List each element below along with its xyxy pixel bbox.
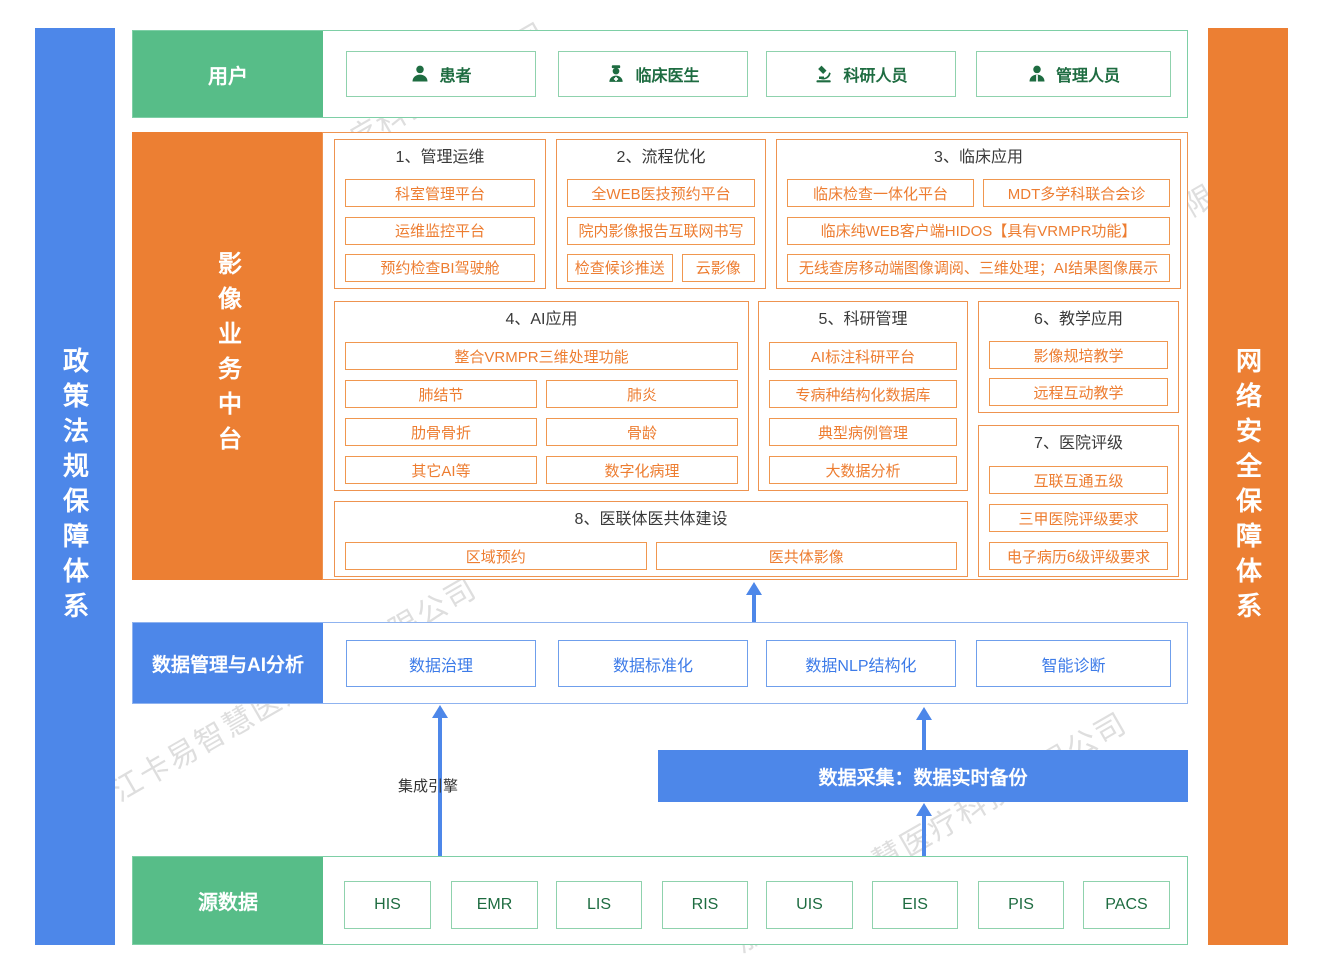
data-management-section: 数据管理与AI分析 数据治理 数据标准化 数据NLP结构化 智能诊断 bbox=[132, 622, 1188, 704]
imaging-platform-label: 影像业务中台 bbox=[132, 132, 322, 580]
doctor-icon bbox=[609, 65, 624, 82]
section-medical-alliance: 8、医联体医共体建设 区域预约 医共体影像 bbox=[334, 501, 968, 577]
section-title: 2、流程优化 bbox=[616, 149, 706, 166]
source-item: LIS bbox=[556, 881, 642, 929]
patient-icon bbox=[412, 65, 428, 82]
platform-item: 肺结节 bbox=[345, 380, 537, 408]
users-label: 用户 bbox=[133, 31, 323, 117]
section-management-ops: 1、管理运维 科室管理平台 运维监控平台 预约检查BI驾驶舱 bbox=[334, 139, 546, 289]
section-title: 5、科研管理 bbox=[818, 311, 908, 328]
platform-item: 全WEB医技预约平台 bbox=[567, 179, 755, 208]
data-collection-bar: 数据采集：数据实时备份 bbox=[658, 750, 1188, 802]
user-item-doctor: 临床医生 bbox=[558, 51, 748, 97]
security-sidebar-label: 网络安全保障体系 bbox=[1232, 346, 1263, 627]
source-item: RIS bbox=[662, 881, 748, 929]
platform-item: 院内影像报告互联网书写 bbox=[567, 216, 755, 245]
section-research-management: 5、科研管理 AI标注科研平台 专病种结构化数据库 典型病例管理 大数据分析 bbox=[758, 301, 968, 491]
user-item-label: 科研人员 bbox=[843, 68, 908, 85]
platform-item: 肋骨骨折 bbox=[345, 418, 537, 446]
manager-icon bbox=[1029, 65, 1045, 82]
data-mgmt-item: 数据NLP结构化 bbox=[766, 640, 956, 687]
source-item: HIS bbox=[344, 881, 431, 929]
platform-item: 数字化病理 bbox=[546, 456, 738, 484]
user-item-manager: 管理人员 bbox=[976, 51, 1171, 97]
platform-item: MDT多学科联合会诊 bbox=[983, 179, 1170, 208]
platform-item: 临床纯WEB客户端HIDOS【具有VRMPR功能】 bbox=[787, 216, 1170, 245]
section-teaching-application: 6、教学应用 影像规培教学 远程互动教学 bbox=[978, 301, 1179, 413]
integration-engine-label: 集成引擎 bbox=[397, 778, 458, 795]
platform-item: 预约检查BI驾驶舱 bbox=[345, 253, 535, 282]
source-data-section: 源数据 HIS EMR LIS RIS UIS EIS PIS PACS bbox=[132, 856, 1188, 945]
policy-sidebar-label: 政策法规保障体系 bbox=[59, 346, 90, 627]
section-title: 7、医院评级 bbox=[1034, 435, 1123, 452]
platform-item: 远程互动教学 bbox=[989, 378, 1168, 406]
imaging-platform-label-text: 影像业务中台 bbox=[213, 251, 241, 461]
section-title: 8、医联体医共体建设 bbox=[574, 511, 728, 528]
platform-item: 三甲医院评级要求 bbox=[989, 504, 1168, 532]
policy-regulation-sidebar: 政策法规保障体系 bbox=[35, 28, 115, 945]
users-section: 用户 患者 临床医生 科研人员 bbox=[132, 30, 1188, 118]
user-item-patient: 患者 bbox=[346, 51, 536, 97]
platform-item: 大数据分析 bbox=[769, 456, 957, 484]
imaging-platform-content: 1、管理运维 科室管理平台 运维监控平台 预约检查BI驾驶舱 2、流程优化 全W… bbox=[322, 132, 1188, 580]
source-item: PACS bbox=[1083, 881, 1170, 929]
data-management-label: 数据管理与AI分析 bbox=[133, 623, 323, 703]
section-title: 3、临床应用 bbox=[934, 149, 1023, 166]
platform-item: 检查候诊推送 bbox=[567, 253, 673, 282]
microscope-icon bbox=[816, 65, 832, 83]
source-item: EMR bbox=[451, 881, 538, 929]
platform-item: 专病种结构化数据库 bbox=[769, 380, 957, 408]
platform-item: 电子病历6级评级要求 bbox=[989, 542, 1168, 570]
imaging-platform-section: 影像业务中台 1、管理运维 科室管理平台 运维监控平台 预约检查BI驾驶舱 2、… bbox=[132, 132, 1188, 580]
user-item-label: 临床医生 bbox=[635, 68, 700, 85]
platform-item: AI标注科研平台 bbox=[769, 342, 957, 370]
platform-item: 影像规培教学 bbox=[989, 341, 1168, 369]
platform-item: 典型病例管理 bbox=[769, 418, 957, 446]
platform-item: 云影像 bbox=[681, 253, 755, 282]
user-item-label: 管理人员 bbox=[1055, 68, 1120, 85]
platform-item: 肺炎 bbox=[546, 380, 738, 408]
platform-item: 运维监控平台 bbox=[345, 216, 535, 245]
data-mgmt-item: 智能诊断 bbox=[976, 640, 1171, 687]
user-item-label: 患者 bbox=[439, 68, 472, 85]
platform-item: 骨龄 bbox=[546, 418, 738, 446]
platform-item: 科室管理平台 bbox=[345, 179, 535, 208]
section-title: 1、管理运维 bbox=[395, 149, 485, 166]
data-mgmt-item: 数据标准化 bbox=[558, 640, 748, 687]
platform-item: 整合VRMPR三维处理功能 bbox=[345, 342, 738, 370]
source-item: UIS bbox=[766, 881, 853, 929]
user-item-researcher: 科研人员 bbox=[766, 51, 956, 97]
platform-item: 无线查房移动端图像调阅、三维处理；AI结果图像展示 bbox=[787, 253, 1170, 282]
network-security-sidebar: 网络安全保障体系 bbox=[1208, 28, 1288, 945]
source-item: EIS bbox=[872, 881, 958, 929]
platform-item: 医共体影像 bbox=[655, 542, 957, 570]
section-clinical-application: 3、临床应用 临床检查一体化平台 MDT多学科联合会诊 临床纯WEB客户端HID… bbox=[776, 139, 1181, 289]
section-process-optimization: 2、流程优化 全WEB医技预约平台 院内影像报告互联网书写 检查候诊推送 云影像 bbox=[556, 139, 766, 289]
data-mgmt-item: 数据治理 bbox=[346, 640, 536, 687]
source-data-label: 源数据 bbox=[133, 857, 323, 944]
section-ai-application: 4、AI应用 整合VRMPR三维处理功能 肺结节 肺炎 肋骨骨折 骨龄 其它AI… bbox=[334, 301, 749, 491]
section-title: 6、教学应用 bbox=[1034, 311, 1123, 328]
section-hospital-rating: 7、医院评级 互联互通五级 三甲医院评级要求 电子病历6级评级要求 bbox=[978, 425, 1179, 577]
section-title: 4、AI应用 bbox=[505, 311, 578, 328]
platform-item: 临床检查一体化平台 bbox=[787, 179, 974, 208]
source-item: PIS bbox=[978, 881, 1064, 929]
platform-item: 其它AI等 bbox=[345, 456, 537, 484]
platform-item: 互联互通五级 bbox=[989, 466, 1168, 494]
platform-item: 区域预约 bbox=[345, 542, 647, 570]
